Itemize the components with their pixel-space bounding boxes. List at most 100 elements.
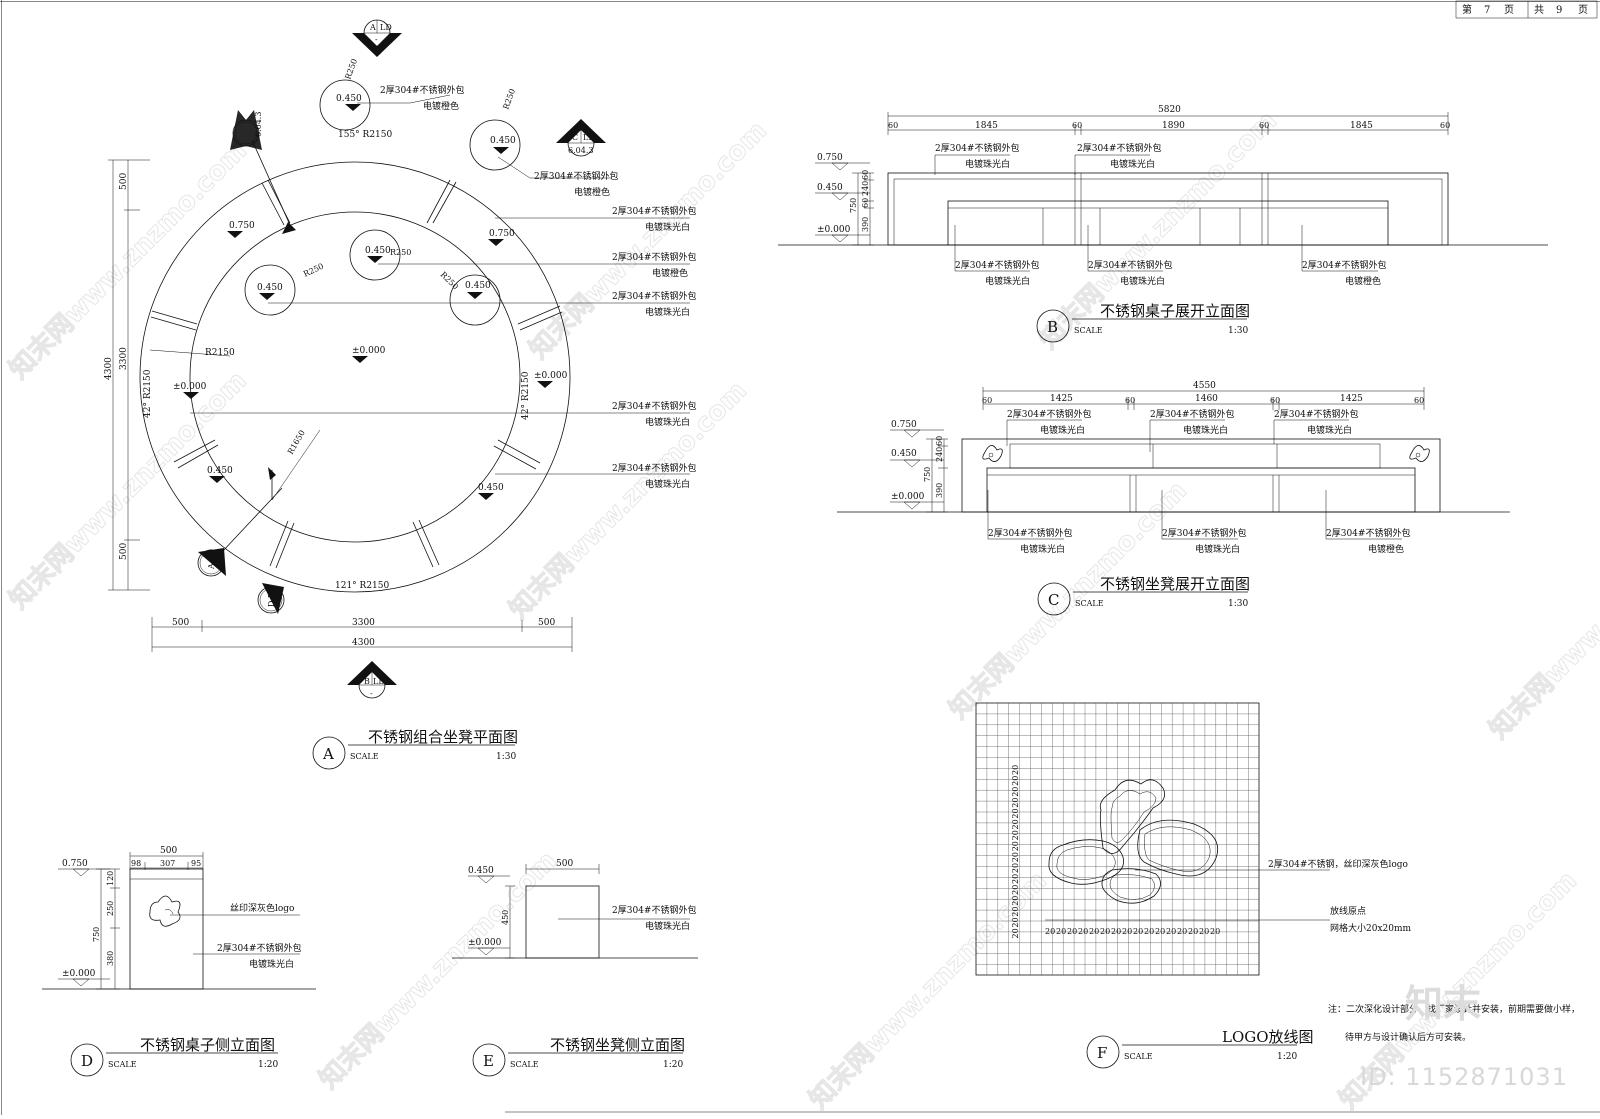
svg-text:D LD: D LD <box>267 586 276 607</box>
level-label: 0.750 <box>891 420 917 430</box>
dim-label: 1845 <box>1350 121 1373 131</box>
watermark-layer: 知末网www.znzmo.com 知末网www.znzmo.com 知末网www… <box>3 105 1600 1115</box>
svg-text:C: C <box>572 133 578 142</box>
radius-label: R250 <box>439 270 460 291</box>
dim-label: 5820 <box>1158 105 1181 115</box>
dim-label: 1890 <box>1162 121 1185 131</box>
radius-label: R250 <box>501 88 517 111</box>
dim-label: 3300 <box>119 347 129 370</box>
grid-dim-label: 20 <box>1011 896 1020 906</box>
drawing-letter: D <box>81 1052 93 1070</box>
grid-dim-label: 20 <box>1199 927 1209 936</box>
grid-dim-label: 20 <box>1078 927 1088 936</box>
scale-value: 1:20 <box>258 1060 278 1070</box>
scale-word: SCALE <box>1124 1052 1153 1061</box>
dim-label: 307 <box>160 859 175 868</box>
scale-word: SCALE <box>1074 326 1103 335</box>
level-label: 0.450 <box>490 136 516 146</box>
level-label: 0.450 <box>257 283 283 293</box>
callout-line2: 电镀珠光白 <box>249 958 294 970</box>
scale-word: SCALE <box>1075 599 1104 608</box>
callout-line1: 2厚304#不锈钢外包 <box>380 84 464 96</box>
callout-line2: 电镀珠光白 <box>985 275 1030 287</box>
round-seat <box>349 229 401 281</box>
dim-label: 60 <box>1259 121 1269 130</box>
note-line1: 注：二次深化设计部分，找厂家设计并安装，前期需要做小样， <box>1328 1003 1580 1015</box>
section-marker-bottom-d: D LD <box>257 583 285 614</box>
callout-line1: 2厚304#不锈钢外包 <box>1274 408 1358 420</box>
level-label: 0.450 <box>336 94 362 104</box>
page-unit: 页 <box>1504 4 1514 16</box>
drawing-letter-circle <box>472 1043 506 1077</box>
drawing-e-side: 500 450 0.450 ±0.000 2厚304#不锈钢外包 电镀珠光白 E… <box>452 859 698 1077</box>
dim-label: 60 <box>982 396 992 405</box>
drawing-d-side: 500 98 307 95 120 250 380 750 0.750 ±0.0… <box>42 846 316 1077</box>
level-label: ±0.000 <box>173 382 207 392</box>
dim-label: 500 <box>538 618 555 628</box>
section-marker-right: C LD 6.04.3 <box>556 119 606 157</box>
radius-label: R250 <box>343 58 359 81</box>
callout-line1: 2厚304#不锈钢外包 <box>1077 142 1161 154</box>
grid-dim-label: 20 <box>1045 927 1055 936</box>
grid-dim-label: 20 <box>1011 928 1020 938</box>
callout-line1: 2厚304#不锈钢外包 <box>612 462 696 474</box>
callout-line1: 2厚304#不锈钢外包 <box>1162 527 1246 539</box>
callout-line1: 2厚304#不锈钢外包 <box>612 290 696 302</box>
watermark-text: 知末网www.znzmo.com <box>524 116 773 365</box>
drawing-c-elevation: 4550 1425 1460 1425 60 60 60 60 60 240 3… <box>837 381 1510 616</box>
callout-line1: 2厚304#不锈钢外包 <box>612 205 696 217</box>
round-seat <box>469 119 521 171</box>
callout-line2: 电镀珠光白 <box>1020 543 1065 555</box>
callout-line2: 电镀橙色 <box>652 267 688 279</box>
note-line2: 待甲方与设计确认后方可安装。 <box>1345 1031 1471 1043</box>
drawing-letter: B <box>1047 318 1058 336</box>
callout-line1: 2厚304#不锈钢外包 <box>217 942 301 954</box>
callout-line1: 2厚304#不锈钢外包 <box>1088 259 1172 271</box>
grid-dim-label: 20 <box>1111 927 1121 936</box>
callout-line2: 电镀珠光白 <box>645 221 690 233</box>
drawing-b-elevation: 5820 1845 1890 1845 60 60 60 60 60 240 6… <box>778 105 1548 343</box>
grid-dim-label: 20 <box>1067 927 1077 936</box>
level-label: 0.450 <box>891 449 917 459</box>
svg-text:LD: LD <box>583 133 595 142</box>
dim-label: 95 <box>191 859 201 868</box>
grid-dim-label: 20 <box>1188 927 1198 936</box>
scale-value: 1:20 <box>1277 1052 1297 1062</box>
callout-line2: 电镀珠光白 <box>1040 424 1085 436</box>
page-number-box: 第 7 页 共 9 页 <box>1455 0 1598 19</box>
grid-dim-label: 20 <box>1011 808 1020 818</box>
page-label: 第 <box>1462 3 1472 16</box>
dim-label: 60 <box>888 121 898 130</box>
dim-label: 450 <box>501 910 510 925</box>
grid-dim-label: 20 <box>1011 765 1020 775</box>
dim-label: 500 <box>160 846 177 856</box>
logo-grid <box>976 703 1259 975</box>
round-seat <box>449 274 501 326</box>
scale-value: 1:30 <box>496 752 516 762</box>
drawing-letter: F <box>1097 1044 1107 1062</box>
callout-line2: 电镀橙色 <box>423 100 459 112</box>
grid-dim-label: 20 <box>1089 927 1099 936</box>
level-label: ±0.000 <box>817 225 851 235</box>
dim-label: 4550 <box>1193 381 1216 391</box>
watermark-text: 知末网www.znzmo.com <box>944 476 1193 725</box>
total-label: 共 <box>1534 4 1544 16</box>
dim-label: 120 <box>106 871 115 886</box>
callout-line2: 电镀珠光白 <box>1195 543 1240 555</box>
arc-label: 42° R2150 <box>143 369 153 418</box>
total-unit: 页 <box>1578 4 1588 16</box>
radius-label: R250 <box>390 248 411 257</box>
grid-dim-label: 20 <box>1133 927 1143 936</box>
drawing-letter: E <box>483 1052 494 1070</box>
brand-watermark: 知末 <box>1405 982 1481 1026</box>
svg-text:6.04.3: 6.04.3 <box>254 112 263 137</box>
design-note: 注：二次深化设计部分，找厂家设计并安装，前期需要做小样， 待甲方与设计确认后方可… <box>1328 1003 1580 1043</box>
drawing-title: LOGO放线图 <box>1222 1028 1314 1046</box>
dim-label: 4300 <box>104 357 114 380</box>
dim-label: 750 <box>923 467 932 482</box>
grid-dim-label: 20 <box>1011 852 1020 862</box>
callout-line2: 电镀橙色 <box>1345 275 1381 287</box>
